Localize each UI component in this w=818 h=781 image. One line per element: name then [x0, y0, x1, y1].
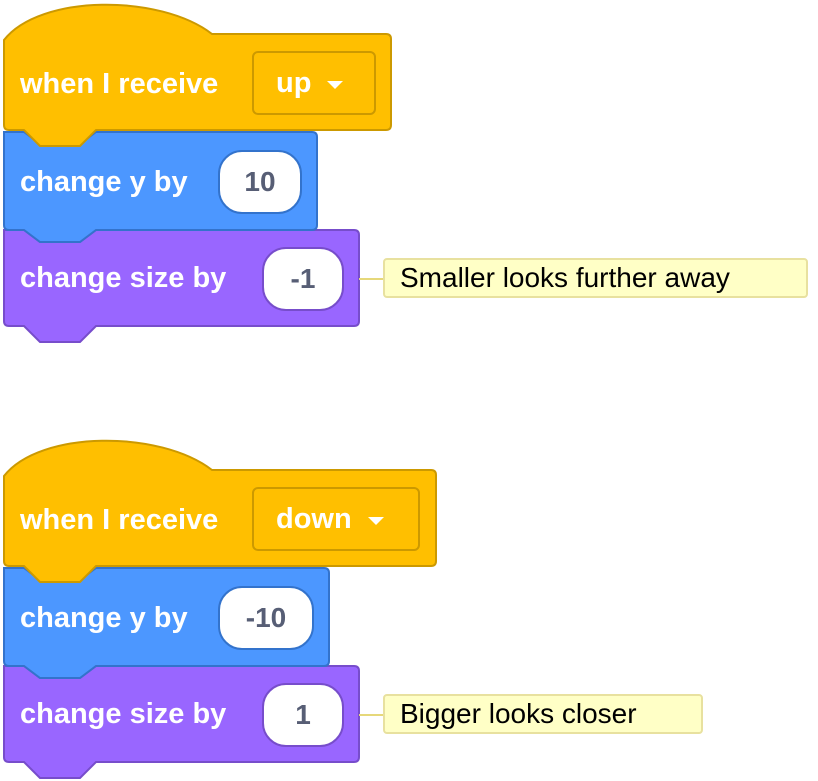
message-dropdown-value-2: down — [276, 502, 352, 535]
looks-label-1: change size by — [20, 262, 227, 294]
message-dropdown-1[interactable]: up — [252, 51, 376, 115]
dropdown-caret-icon — [367, 516, 384, 525]
change-size-input-1[interactable]: -1 — [262, 247, 344, 311]
looks-label-2: change size by — [20, 698, 227, 730]
change-size-input-2[interactable]: 1 — [262, 683, 344, 747]
message-dropdown-2[interactable]: down — [252, 487, 420, 551]
change-y-input-1[interactable]: 10 — [218, 150, 302, 214]
hat-label-1: when I receive — [20, 68, 219, 100]
motion-label-2: change y by — [20, 602, 188, 634]
comment-connector-1 — [359, 278, 385, 280]
motion-label-1: change y by — [20, 166, 188, 198]
comment-connector-2 — [359, 714, 385, 716]
message-dropdown-value-1: up — [276, 66, 312, 99]
comment-note-1[interactable]: Smaller looks further away — [383, 258, 808, 298]
comment-note-2[interactable]: Bigger looks closer — [383, 694, 703, 734]
hat-label-2: when I receive — [20, 504, 219, 536]
change-y-input-2[interactable]: -10 — [218, 586, 314, 650]
dropdown-caret-icon — [327, 80, 344, 89]
